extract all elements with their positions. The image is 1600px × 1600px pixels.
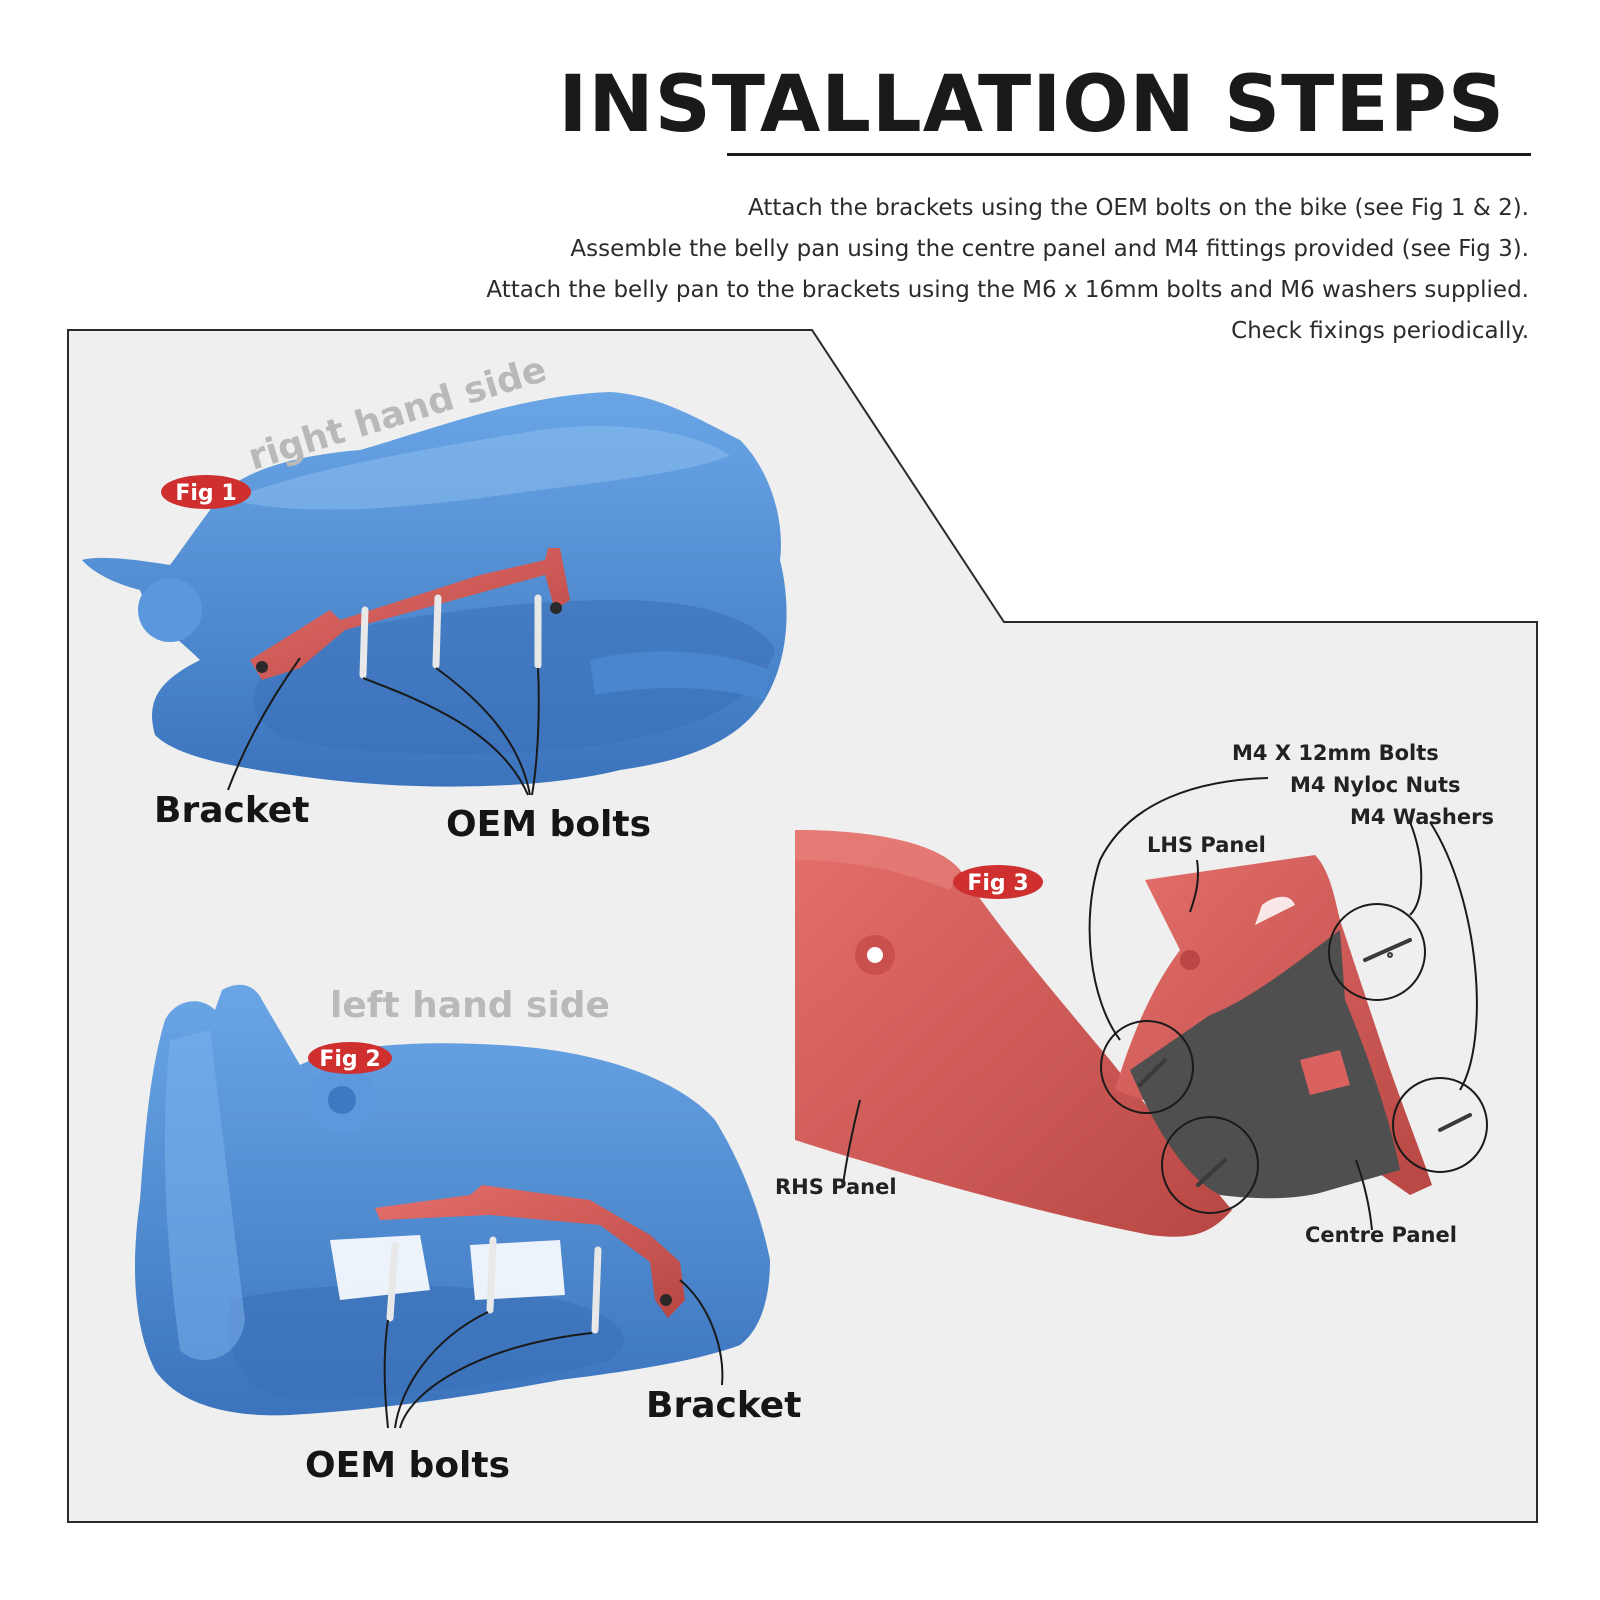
step-3: Attach the belly pan to the brackets usi… <box>486 277 1529 303</box>
fig2-callout-lines <box>383 1279 724 1429</box>
svg-text:Fig 1: Fig 1 <box>175 481 236 506</box>
fig2-badge: Fig 2 <box>308 1042 392 1074</box>
fig2-oem-bolts <box>386 1236 602 1334</box>
fig3-fitting-hardware <box>1138 938 1472 1187</box>
m4-nyloc-nuts-label: M4 Nyloc Nuts <box>1290 773 1461 797</box>
fig3-fitting-circles <box>1100 903 1488 1214</box>
fig3-belly-pan-illustration <box>795 830 1432 1237</box>
rhs-panel-shape <box>795 830 1232 1237</box>
fig1-oem-bolts-label: OEM bolts <box>446 804 651 845</box>
m4-12mm-bolts-label: M4 X 12mm Bolts <box>1232 741 1439 765</box>
rhs-panel-label: RHS Panel <box>775 1175 897 1199</box>
fig1-engine-illustration <box>82 392 787 787</box>
fig2-bracket-label: Bracket <box>646 1385 801 1426</box>
svg-text:Fig 2: Fig 2 <box>319 1047 380 1072</box>
instruction-steps: Attach the brackets using the OEM bolts … <box>486 188 1529 352</box>
fig2-side-label: left hand side <box>330 985 610 1026</box>
step-4: Check fixings periodically. <box>1231 318 1529 344</box>
centre-panel-shape <box>1130 930 1400 1199</box>
fig1-oem-bolts <box>359 594 542 679</box>
lhs-panel-label: LHS Panel <box>1147 833 1266 857</box>
step-2: Assemble the belly pan using the centre … <box>570 236 1529 262</box>
m4-washers-label: M4 Washers <box>1350 805 1494 829</box>
step-1: Attach the brackets using the OEM bolts … <box>748 195 1529 221</box>
fig3-badge: Fig 3 <box>953 865 1043 899</box>
svg-text:Fig 3: Fig 3 <box>967 871 1028 896</box>
fig1-bracket-label: Bracket <box>154 790 309 831</box>
centre-panel-label: Centre Panel <box>1305 1223 1457 1247</box>
title-underline <box>727 153 1531 156</box>
fig1-bracket <box>250 548 570 680</box>
fig1-callout-lines <box>227 657 540 796</box>
fig2-oem-bolts-label: OEM bolts <box>305 1445 510 1486</box>
fig3-callout-lines <box>842 777 1478 1231</box>
page-title: INSTALLATION STEPS <box>558 60 1505 150</box>
fig1-badge: Fig 1 <box>161 475 251 509</box>
fig2-bracket <box>375 1185 685 1318</box>
